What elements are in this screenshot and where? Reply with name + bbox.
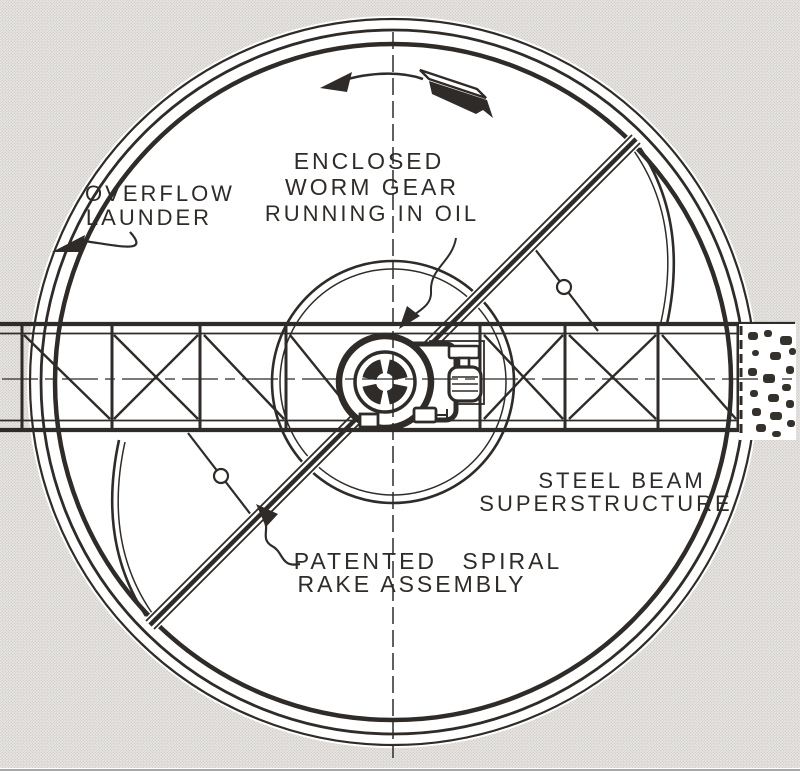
label-worm-gear: ENCLOSED WORM GEAR RUNNING IN OIL — [265, 148, 479, 226]
label-steel-beam: STEEL BEAM SUPERSTRUCTURE — [479, 468, 732, 516]
bridge-abutment — [739, 324, 796, 440]
drain-valve — [412, 406, 448, 424]
worm-gear-line3: RUNNING IN OIL — [265, 201, 479, 226]
gear-circle — [353, 350, 417, 414]
truss-verticals — [20, 326, 740, 428]
worm-gear-line2: WORM GEAR — [285, 174, 459, 200]
centerlines — [2, 32, 792, 758]
spiral-rake-line1: PATENTED SPIRAL — [294, 548, 562, 574]
gear-clover — [362, 359, 408, 405]
leader-spiral-rake — [256, 504, 301, 566]
leader-worm-gear — [399, 237, 457, 329]
rotation-arrow-icon — [320, 68, 493, 118]
spiral-rake-blades — [110, 147, 676, 617]
spiral-rake-line2: RAKE ASSEMBLY — [297, 571, 526, 597]
abutment-rubble — [748, 330, 796, 437]
center-drive — [335, 332, 485, 432]
label-spiral-rake: PATENTED SPIRAL RAKE ASSEMBLY — [294, 548, 562, 597]
steel-beam-line1: STEEL BEAM — [538, 468, 705, 493]
overflow-launder-line2: LAUNDER — [86, 205, 212, 230]
rotation-arrow-flag — [419, 68, 487, 100]
label-overflow-launder: OVERFLOW LAUNDER — [85, 181, 235, 230]
leader-overflow-launder — [52, 231, 138, 252]
leader-lines — [52, 231, 457, 566]
steel-beam-line2: SUPERSTRUCTURE — [479, 491, 732, 516]
rotation-arrow-flag-band — [429, 81, 493, 118]
overflow-launder-line1: OVERFLOW — [85, 181, 235, 206]
drive-motor — [447, 365, 483, 403]
drive-coupling — [447, 344, 481, 360]
worm-gear-line1: ENCLOSED — [294, 148, 445, 174]
rotation-arrowhead — [320, 72, 352, 92]
housing-flange — [358, 412, 380, 429]
